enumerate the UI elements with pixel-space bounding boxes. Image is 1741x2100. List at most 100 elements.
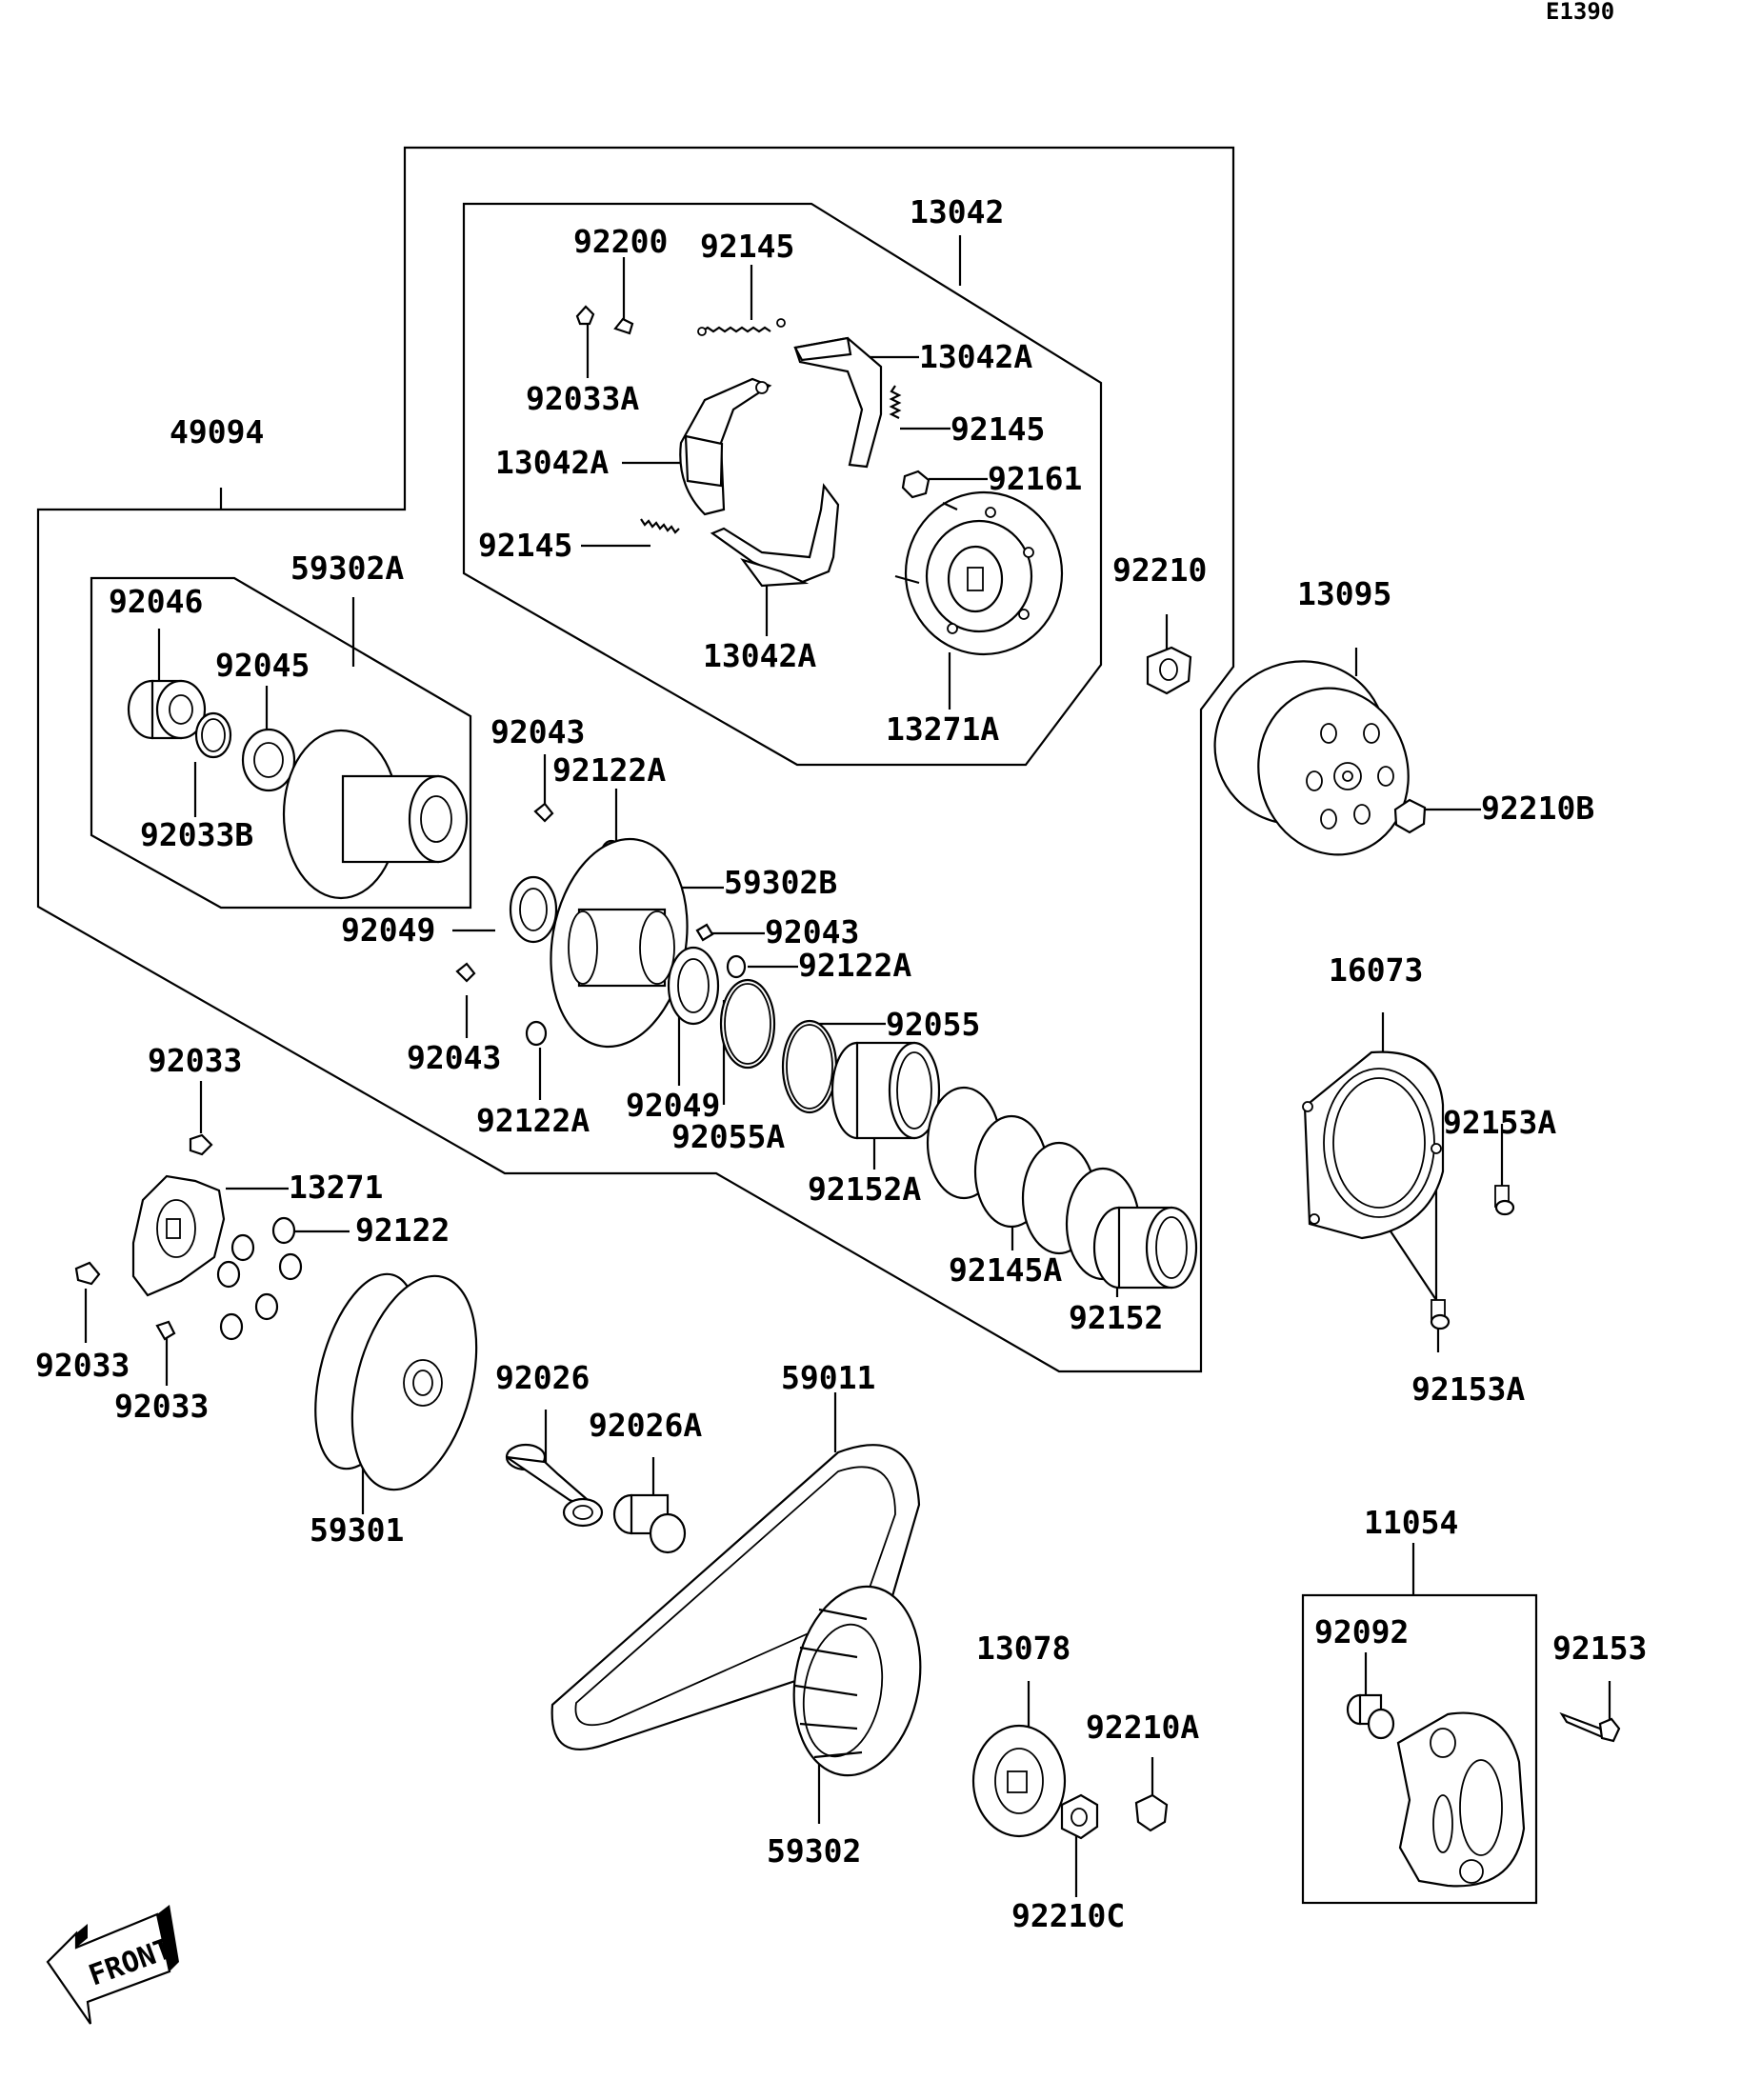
seal-92049-a <box>509 875 558 944</box>
collar-92092 <box>1346 1693 1395 1740</box>
group-labels: E1390 13042 92200 92145 13042A 92033A 92… <box>35 0 1647 1993</box>
part-label-13271A: 13271A <box>886 710 999 748</box>
part-label-92153A: 92153A <box>1411 1370 1525 1408</box>
nut-92210A <box>1134 1793 1169 1832</box>
bearing-92045 <box>241 728 296 792</box>
rollers-92122 <box>216 1216 303 1341</box>
part-label-92033: 92033 <box>35 1347 130 1384</box>
part-label-92122A: 92122A <box>798 947 911 984</box>
part-label-92210C: 92210C <box>1011 1897 1125 1934</box>
oring-92055A <box>719 978 776 1070</box>
part-label-16073: 16073 <box>1329 951 1423 989</box>
part-label-92043: 92043 <box>407 1039 501 1076</box>
spring-92145-right <box>889 385 902 419</box>
part-label-11054: 11054 <box>1364 1504 1458 1541</box>
group-outlines <box>36 146 1538 1905</box>
part-label-92210: 92210 <box>1112 551 1207 589</box>
clip-92033A <box>575 305 595 326</box>
part-label-92092: 92092 <box>1314 1613 1409 1650</box>
nut-92210C <box>1060 1793 1099 1840</box>
sheave-59302B <box>550 837 689 1049</box>
part-label-13095: 13095 <box>1297 575 1391 612</box>
part-label-59302A: 59302A <box>290 550 404 587</box>
bolt-92153A-a <box>1494 1185 1515 1216</box>
clip-92033-b <box>74 1261 101 1286</box>
part-label-92043: 92043 <box>490 713 585 750</box>
part-label-92122A: 92122A <box>476 1102 590 1139</box>
nut-92210B <box>1393 798 1427 834</box>
sheave-59302A <box>282 729 469 900</box>
ratchet-13078 <box>971 1724 1067 1838</box>
part-label-92049: 92049 <box>341 911 435 949</box>
part-label-92145: 92145 <box>478 527 572 564</box>
outline-13042 <box>462 202 1103 767</box>
seal-92049-b <box>667 946 720 1026</box>
collar-92152 <box>1092 1206 1198 1290</box>
shoe-13042A-right <box>793 336 883 469</box>
part-label-92152A: 92152A <box>808 1170 921 1208</box>
pin-92043-c <box>455 962 476 983</box>
part-label-59302: 59302 <box>767 1832 861 1870</box>
nut-92161 <box>901 470 931 499</box>
part-label-92145: 92145 <box>700 228 794 265</box>
clip-92033-c <box>155 1320 176 1341</box>
part-label-92033: 92033 <box>114 1388 209 1425</box>
collar-92026 <box>505 1443 604 1528</box>
cover-16073 <box>1302 1050 1445 1240</box>
bracket-11054 <box>1396 1711 1526 1888</box>
front-arrow-icon <box>46 1905 179 2025</box>
part-label-92210A: 92210A <box>1086 1709 1199 1746</box>
bolt-92153A-b <box>1430 1299 1451 1330</box>
spring-92145-top <box>697 318 786 336</box>
part-label-92200: 92200 <box>573 223 668 260</box>
pin-92043-a <box>533 802 554 823</box>
oring-92055 <box>781 1019 838 1114</box>
part-label-59301: 59301 <box>310 1511 404 1549</box>
diagram-code: E1390 <box>1546 0 1614 25</box>
part-label-92122: 92122 <box>355 1211 450 1249</box>
part-label-92145A: 92145A <box>949 1251 1062 1289</box>
part-label-92046: 92046 <box>109 583 203 620</box>
group-parts <box>46 305 1621 2025</box>
part-label-92210B: 92210B <box>1481 790 1594 827</box>
shoe-13042A-left <box>679 377 772 516</box>
part-label-92145: 92145 <box>951 410 1045 448</box>
part-label-59302B: 59302B <box>724 864 837 901</box>
pin-92200 <box>613 317 634 335</box>
roller-92122A-b <box>726 954 747 979</box>
part-label-49094: 49094 <box>170 413 264 450</box>
part-label-92122A: 92122A <box>552 751 666 789</box>
collar-92026A <box>612 1493 687 1554</box>
collar-92152A <box>830 1041 941 1140</box>
part-label-92152: 92152 <box>1069 1299 1163 1336</box>
belt-59011 <box>550 1444 921 1751</box>
clip-92033-a <box>189 1133 213 1156</box>
roller-92122A-c <box>525 1020 548 1047</box>
outline-49094 <box>36 146 1235 1373</box>
outline-59302A <box>90 576 472 910</box>
part-label-92049: 92049 <box>626 1087 720 1124</box>
part-label-13042: 13042 <box>910 193 1004 230</box>
plate-13271A <box>894 490 1064 656</box>
part-label-13042A: 13042A <box>703 637 816 674</box>
outline-11054 <box>1301 1593 1538 1905</box>
part-label-13271: 13271 <box>289 1169 383 1206</box>
part-label-92045: 92045 <box>215 647 310 684</box>
pulley-59301 <box>314 1272 478 1491</box>
part-label-59011: 59011 <box>781 1359 875 1396</box>
part-label-13042A: 13042A <box>919 338 1032 375</box>
part-label-92055A: 92055A <box>671 1118 785 1155</box>
part-label-92043: 92043 <box>765 913 859 950</box>
part-label-92033: 92033 <box>148 1042 242 1079</box>
part-label-13078: 13078 <box>976 1630 1071 1667</box>
pin-92043-b <box>695 923 714 942</box>
part-label-92153: 92153 <box>1552 1630 1647 1667</box>
part-label-92033B: 92033B <box>140 816 253 853</box>
shoe-13042A-bottom <box>710 483 840 588</box>
part-label-92026: 92026 <box>495 1359 590 1396</box>
circlip-92033B <box>194 711 232 759</box>
nut-92210 <box>1146 646 1192 695</box>
part-label-92033A: 92033A <box>526 380 639 417</box>
part-label-92161: 92161 <box>988 460 1082 497</box>
part-label-92026A: 92026A <box>589 1407 702 1444</box>
